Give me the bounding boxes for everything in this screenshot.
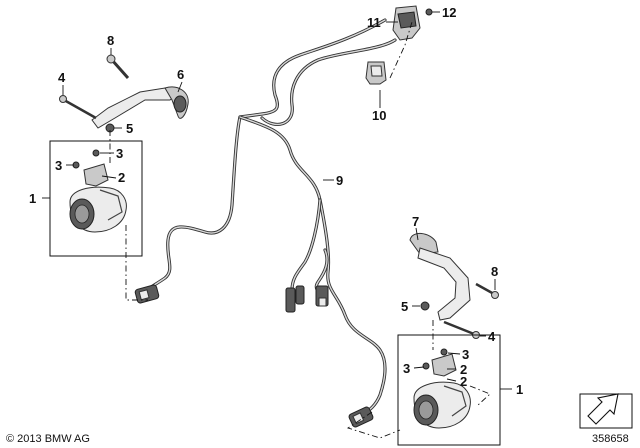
left-fog-light-box: [49, 140, 143, 257]
harness-connector: [285, 285, 329, 313]
nut-5-right: [420, 301, 430, 311]
callout-5-right: 5: [401, 299, 408, 314]
callout-10: 10: [372, 108, 386, 123]
callout-1-right: 1: [516, 382, 523, 397]
callout-3-left-b: 3: [116, 146, 123, 161]
callout-8-right: 8: [491, 264, 498, 279]
callout-4-left: 4: [58, 70, 66, 85]
callout-3-right-a: 3: [403, 361, 410, 376]
reference-number: 358658: [592, 433, 629, 445]
callouts: 1 1 2 2 2 3 3 3 3 4 4 5 5 6 7 8 8 9 10 1…: [29, 5, 523, 397]
right-fog-light: [413, 348, 471, 429]
nav-arrow-icon[interactable]: [579, 393, 633, 429]
left-fog-light: [69, 149, 127, 233]
wiring-harness: [134, 18, 397, 428]
callout-3-right-b: 3: [462, 347, 469, 362]
callout-12: 12: [442, 5, 456, 20]
callout-2-left: 2: [118, 170, 125, 185]
screw-12: [425, 8, 433, 16]
callout-11: 11: [367, 15, 381, 30]
callout-7: 7: [412, 214, 419, 229]
callout-5-left: 5: [126, 121, 133, 136]
right-fog-light-box: [397, 334, 501, 446]
callout-6: 6: [177, 67, 184, 82]
relay-module: [392, 5, 433, 41]
callout-1-left: 1: [29, 191, 36, 206]
callout-9: 9: [336, 173, 343, 188]
left-plug-connector: [134, 284, 160, 304]
left-bracket: [59, 54, 189, 133]
callout-8-left: 8: [107, 33, 114, 48]
callout-2-right-a: 2: [460, 362, 467, 377]
leader-lines: [42, 11, 512, 390]
right-plug-connector: [348, 406, 374, 428]
right-bracket: [409, 233, 499, 339]
dashed-guides: [109, 21, 491, 439]
callout-2-right-b: 2: [460, 374, 467, 389]
callout-4-right: 4: [488, 329, 496, 344]
copyright-text: © 2013 BMW AG: [6, 433, 90, 445]
callout-3-left-a: 3: [55, 158, 62, 173]
mounting-clip: [365, 61, 387, 85]
